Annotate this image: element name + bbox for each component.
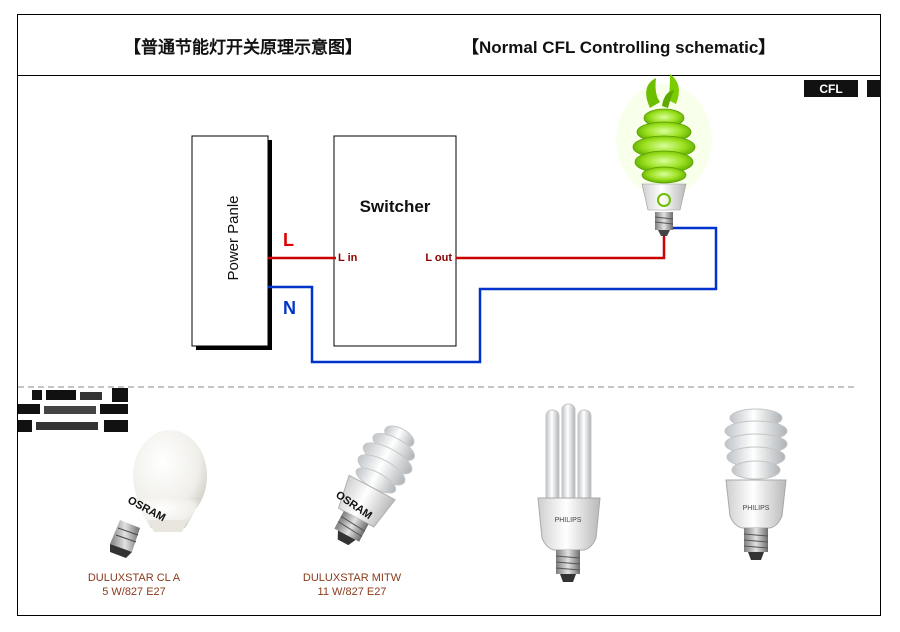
power-panel: Power Panle (191, 135, 272, 350)
switcher-box: Switcher L in L out (333, 135, 457, 347)
product-2-caption: DULUXSTAR MITW 11 W/827 E27 (282, 571, 422, 599)
line-label: L (283, 230, 294, 250)
glowing-cfl-icon (616, 74, 712, 236)
l-in-label: L in (338, 252, 358, 264)
product-4-spiral-cfl-icon: PHILIPS (724, 408, 788, 560)
product-3-u-tube-cfl-icon: PHILIPS (537, 403, 601, 582)
title-english: 【Normal CFL Controlling schematic】 (462, 33, 775, 58)
product-1-bulb-icon: OSRAM (110, 430, 207, 558)
product-4-brand: PHILIPS (743, 505, 770, 512)
product-3-brand: PHILIPS (555, 517, 582, 524)
product-1-caption: DULUXSTAR CL A 5 W/827 E27 (64, 571, 204, 599)
header-divider (18, 75, 880, 76)
corner-tag-text: CFL (819, 82, 842, 96)
switcher-label: Switcher (360, 197, 431, 216)
power-panel-label: Power Panle (225, 195, 242, 280)
neutral-label: N (283, 298, 296, 318)
live-wire-out (456, 236, 666, 260)
product-1-spec: 5 W/827 E27 (102, 586, 166, 598)
corner-tag: CFL (804, 80, 881, 97)
l-out-label: L out (425, 252, 452, 264)
diagram-frame (17, 14, 881, 616)
product-2-spec: 11 W/827 E27 (317, 586, 387, 598)
title-chinese: 【普通节能灯开关原理示意图】 (124, 38, 362, 58)
product-1-name: DULUXSTAR CL A (87, 572, 181, 584)
neutral-wire (268, 226, 718, 364)
redacted-label-block (18, 388, 128, 434)
product-2-name: DULUXSTAR MITW (302, 572, 402, 584)
title-english-text: 【Normal CFL Controlling schematic】 (462, 38, 776, 57)
product-2-spiral-cfl-icon (334, 425, 415, 546)
